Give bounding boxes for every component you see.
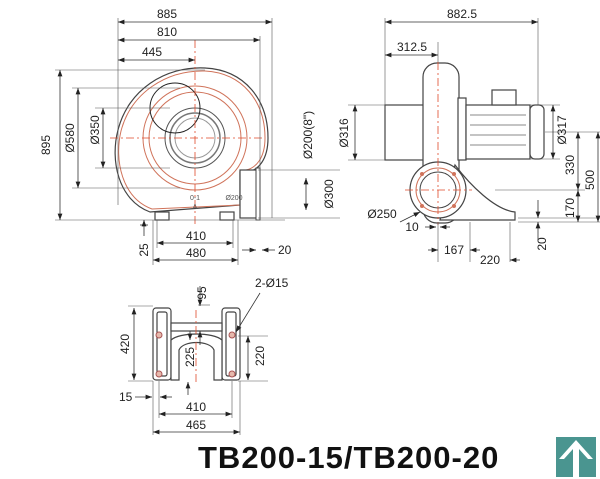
dim-170: 170 <box>563 198 577 218</box>
dim-810: 810 <box>157 25 177 39</box>
dim-580: Ø580 <box>63 123 77 153</box>
front-view: 885 810 445 895 Ø580 Ø350 Ø200(8") Ø300 … <box>39 7 340 265</box>
dim-420: 420 <box>118 334 132 354</box>
dim-25: 25 <box>137 243 151 257</box>
dim-20: 20 <box>278 243 292 257</box>
dim-885: 885 <box>157 7 177 21</box>
dim-220: 220 <box>480 253 500 267</box>
label-a: A <box>193 204 198 211</box>
dim-350: Ø350 <box>88 115 102 145</box>
dim-480: 480 <box>186 246 206 260</box>
dim-465: 465 <box>186 418 206 432</box>
side-view: 882.5 312.5 Ø316 Ø317 330 500 170 20 Ø25… <box>337 7 600 267</box>
dim-15: 15 <box>119 390 133 404</box>
dim-410: 410 <box>186 229 206 243</box>
dim-holes: 2-Ø15 <box>255 276 289 290</box>
dim-167: 167 <box>444 243 464 257</box>
dim-330: 330 <box>563 155 577 175</box>
dim-20: 20 <box>535 237 549 251</box>
label-0-1: 0-1 <box>190 195 200 202</box>
dim-200: Ø200 <box>225 195 242 202</box>
dim-500: 500 <box>583 170 597 190</box>
base-view: 95 2-Ø15 420 225 220 15 410 465 <box>118 276 289 435</box>
dim-300: Ø300 <box>322 179 336 209</box>
dim-200-8in: Ø200(8") <box>301 111 315 159</box>
dim-316: Ø316 <box>337 118 351 148</box>
arrow-up-icon <box>559 440 593 477</box>
dim-312-5: 312.5 <box>397 40 427 54</box>
dim-10: 10 <box>405 220 419 234</box>
dim-220: 220 <box>253 346 267 366</box>
model-title: TB200-15/TB200-20 <box>198 440 500 475</box>
dim-882-5: 882.5 <box>447 7 477 21</box>
dim-225: 225 <box>183 347 197 367</box>
dim-317: Ø317 <box>555 115 569 145</box>
dim-410: 410 <box>186 400 206 414</box>
dim-250: Ø250 <box>367 207 397 221</box>
dim-95: 95 <box>195 286 209 300</box>
dim-445: 445 <box>142 45 162 59</box>
dim-895: 895 <box>39 135 53 155</box>
logo <box>556 437 596 477</box>
